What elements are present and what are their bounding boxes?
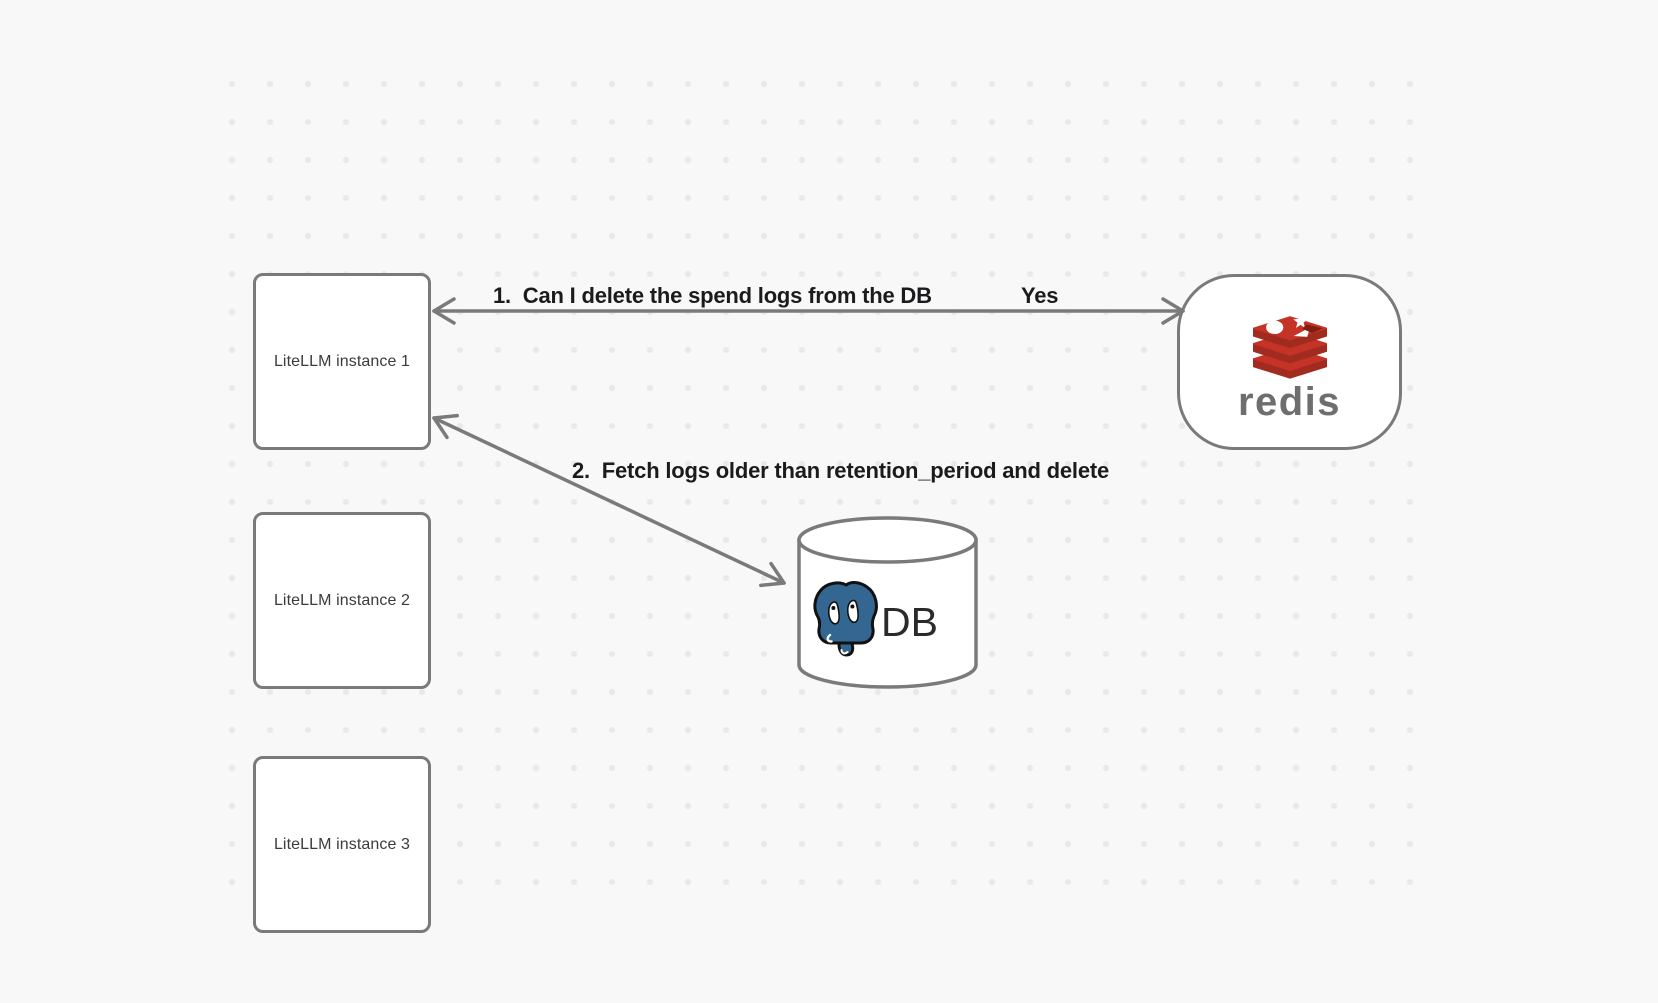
node-label: LiteLLM instance 2 bbox=[273, 591, 411, 609]
node-litellm-instance-2[interactable]: LiteLLM instance 2 bbox=[253, 512, 431, 689]
node-redis[interactable]: redis bbox=[1177, 274, 1402, 450]
db-label: DB bbox=[881, 598, 938, 645]
node-label: LiteLLM instance 1 bbox=[273, 352, 411, 370]
postgresql-elephant-icon bbox=[813, 581, 878, 657]
label-step-1[interactable]: 1. Can I delete the spend logs from the … bbox=[493, 283, 932, 308]
node-database[interactable]: DB bbox=[791, 510, 985, 694]
node-label: LiteLLM instance 3 bbox=[273, 835, 411, 853]
redis-logo-icon bbox=[1252, 313, 1327, 379]
node-litellm-instance-1[interactable]: LiteLLM instance 1 bbox=[253, 273, 431, 450]
label-step-2[interactable]: 2. Fetch logs older than retention_perio… bbox=[572, 458, 1110, 483]
node-litellm-instance-3[interactable]: LiteLLM instance 3 bbox=[253, 756, 431, 933]
redis-wordmark: redis bbox=[1237, 380, 1342, 424]
label-yes[interactable]: Yes bbox=[1021, 283, 1059, 308]
